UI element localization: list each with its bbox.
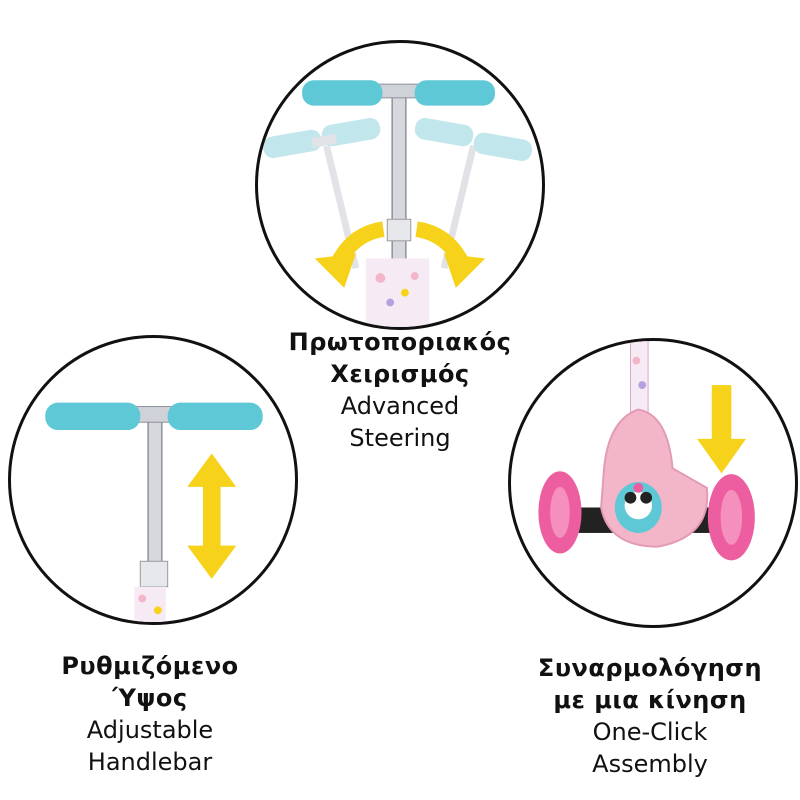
steering-feature-circle [255, 40, 545, 330]
steering-title-line2: Χειρισμός [330, 360, 470, 388]
height-subtitle-line2: Handlebar [87, 748, 213, 776]
assembly-caption: Συναρμολόγηση με μια κίνηση One-Click As… [500, 652, 800, 780]
stem-clamp [386, 218, 412, 242]
grip-right [167, 402, 263, 431]
height-illustration [45, 402, 263, 622]
assembly-title-line2: με μια κίνηση [553, 686, 747, 714]
down-arrow-icon [697, 385, 747, 474]
assembly-feature-circle [508, 338, 798, 628]
grip-left [45, 402, 141, 431]
stem [629, 341, 649, 415]
grip-left [302, 80, 383, 106]
steering-caption: Πρωτοποριακός Χειρισμός Advanced Steerin… [255, 326, 545, 454]
stem-clamp [139, 560, 169, 588]
assembly-subtitle-line1: One-Click [592, 718, 708, 746]
assembly-illustration [538, 341, 755, 561]
height-title-line2: Ύψος [112, 684, 188, 712]
steering-title-line1: Πρωτοποριακός [288, 328, 512, 356]
steering-subtitle-line2: Steering [349, 424, 451, 452]
tilted-handlebar-left [263, 117, 381, 270]
tilted-handlebar-right [414, 117, 533, 270]
assembly-subtitle-line2: Assembly [592, 750, 708, 778]
height-feature-circle [8, 335, 298, 625]
steering-illustration [263, 80, 533, 327]
up-down-arrow-icon [187, 453, 237, 579]
assembly-title-line1: Συναρμολόγηση [537, 654, 763, 682]
grip-right [414, 80, 495, 106]
height-caption: Ρυθμιζόμενο Ύψος Adjustable Handlebar [0, 650, 300, 778]
stem-base [365, 258, 430, 327]
steering-subtitle-line1: Advanced [340, 392, 460, 420]
stem-base [134, 586, 166, 622]
height-title-line1: Ρυθμιζόμενο [61, 652, 239, 680]
height-subtitle-line1: Adjustable [86, 716, 214, 744]
stem [391, 91, 407, 274]
